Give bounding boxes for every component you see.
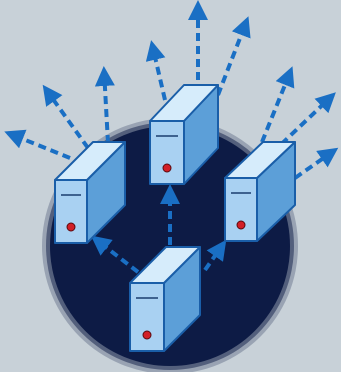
power-led-icon — [66, 222, 76, 232]
power-led-icon — [142, 330, 152, 340]
power-led-icon — [236, 220, 246, 230]
server-left-server-icon — [54, 141, 126, 244]
outgoing-arrow-icon — [145, 40, 167, 101]
outgoing-arrow-icon — [4, 129, 71, 160]
outgoing-arrow-icon — [94, 66, 115, 144]
power-led-icon — [162, 163, 172, 173]
connection-arrows — [90, 184, 227, 274]
server-front-face — [129, 282, 165, 352]
connection-arrow-server-right — [203, 239, 227, 272]
connection-arrow-server-left — [90, 235, 140, 274]
outgoing-arrow-icon — [216, 16, 251, 96]
servers-group — [54, 84, 296, 352]
server-front-face — [54, 179, 88, 244]
outgoing-arrow-icon — [260, 66, 295, 143]
server-center-server-icon — [149, 84, 219, 185]
outgoing-arrow-icon — [293, 147, 339, 180]
server-front-face — [149, 120, 185, 185]
server-front-face — [224, 177, 258, 242]
outgoing-arrow-icon — [42, 84, 90, 150]
server-bottom-server-icon — [129, 246, 201, 352]
server-right-server-icon — [224, 141, 296, 242]
